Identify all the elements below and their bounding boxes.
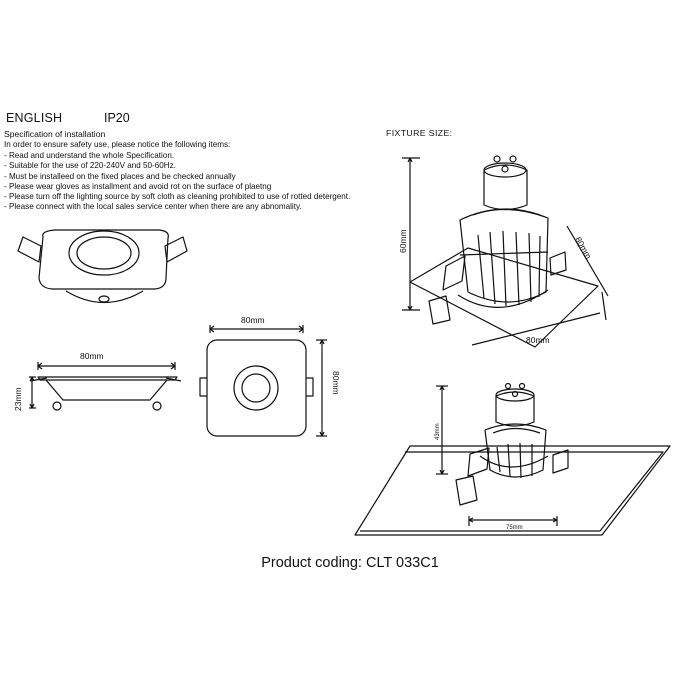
spec-item: - Please wear gloves as installment and … xyxy=(4,181,272,191)
fixture-perspective-drawing xyxy=(17,229,188,304)
spec-item: - Must be installeed on the fixed places… xyxy=(4,171,236,181)
ip-rating: IP20 xyxy=(104,111,130,125)
top-view-drawing xyxy=(199,325,327,437)
side-width-label: 80mm xyxy=(80,351,104,361)
fixture-size-drawing xyxy=(402,155,609,348)
product-coding: Product coding: CLT 033C1 xyxy=(261,555,439,571)
spec-item: - Suitable for the use of 220-240V and 5… xyxy=(4,161,176,171)
side-view-drawing xyxy=(29,362,182,411)
spec-item: - Read and understand the whole Specific… xyxy=(4,151,175,160)
spec-item: - Please connect with the local sales se… xyxy=(4,202,302,212)
top-width-label: 80mm xyxy=(241,315,265,325)
fixture-size-title: FIXTURE SIZE: xyxy=(386,128,453,138)
cutout-label: 75mm xyxy=(506,525,523,531)
spec-title: Specification of installation xyxy=(4,129,106,139)
fixture-height-label: 60mm xyxy=(398,229,408,253)
side-height-label: 23mm xyxy=(13,387,23,411)
spec-item: - Please turn off the lighting source by… xyxy=(4,192,351,202)
language-label: ENGLISH xyxy=(6,111,63,125)
spec-intro: In order to ensure safety use, please no… xyxy=(4,140,231,149)
fixture-depth-label: 80mm xyxy=(573,235,593,260)
fixture-width-label: 80mm xyxy=(526,335,550,345)
top-height-label: 80mm xyxy=(331,371,341,395)
installation-drawing xyxy=(354,382,671,536)
spec-list: - Read and understand the whole Specific… xyxy=(4,151,350,213)
install-height-label: 43mm xyxy=(435,423,441,440)
